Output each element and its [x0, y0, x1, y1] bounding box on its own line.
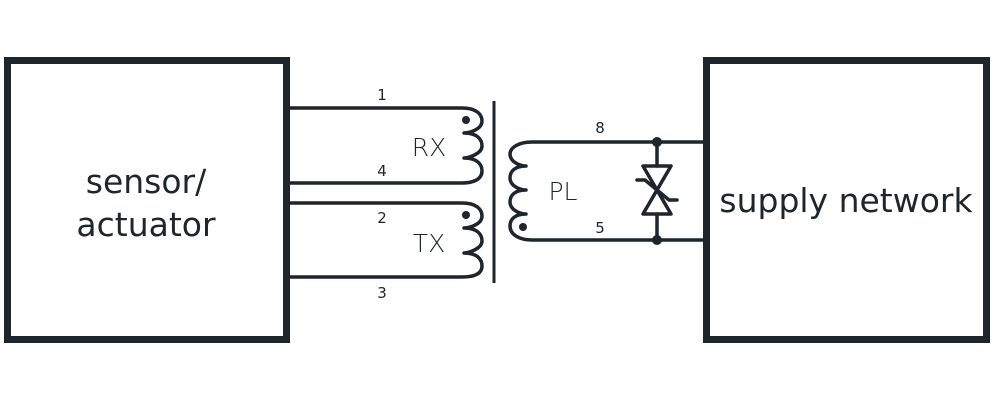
tx-polarity-dot — [462, 211, 470, 219]
rx-coil-wire — [288, 106, 484, 185]
tx-winding: TX 2 3 — [288, 201, 484, 302]
tx-label: TX — [413, 229, 445, 258]
pl-winding: PL 8 5 — [508, 119, 708, 242]
sensor-actuator-box — [4, 57, 290, 343]
tx-coil-wire — [288, 201, 484, 279]
supply-network-box — [703, 57, 990, 343]
tvs-triangle-down — [641, 164, 673, 192]
supply-network-label: supply network — [719, 181, 973, 220]
pin-3-label: 3 — [377, 284, 387, 302]
pl-polarity-dot — [519, 223, 527, 231]
pl-label: PL — [548, 177, 577, 206]
pin-2-label: 2 — [377, 209, 387, 227]
supply-network-block: supply network — [703, 57, 990, 343]
pin-1-label: 1 — [377, 86, 387, 104]
tvs-triangle-up — [641, 188, 673, 216]
junction-dot-top — [652, 137, 662, 147]
rx-label: RX — [412, 133, 447, 162]
bidirectional-tvs-diode-icon — [635, 137, 679, 245]
sensor-actuator-block: sensor/ actuator — [4, 57, 290, 343]
pin-5-label: 5 — [595, 219, 605, 237]
pl-coil-wire — [508, 140, 708, 242]
sensor-actuator-label-line2: actuator — [76, 205, 216, 244]
pin-4-label: 4 — [377, 162, 387, 180]
pin-8-label: 8 — [595, 119, 605, 137]
tvs-zener-bar — [635, 178, 679, 202]
junction-dot-bottom — [652, 235, 662, 245]
rx-winding: RX 1 4 — [288, 86, 484, 185]
rx-polarity-dot — [462, 116, 470, 124]
sensor-actuator-label-line1: sensor/ — [86, 162, 207, 201]
